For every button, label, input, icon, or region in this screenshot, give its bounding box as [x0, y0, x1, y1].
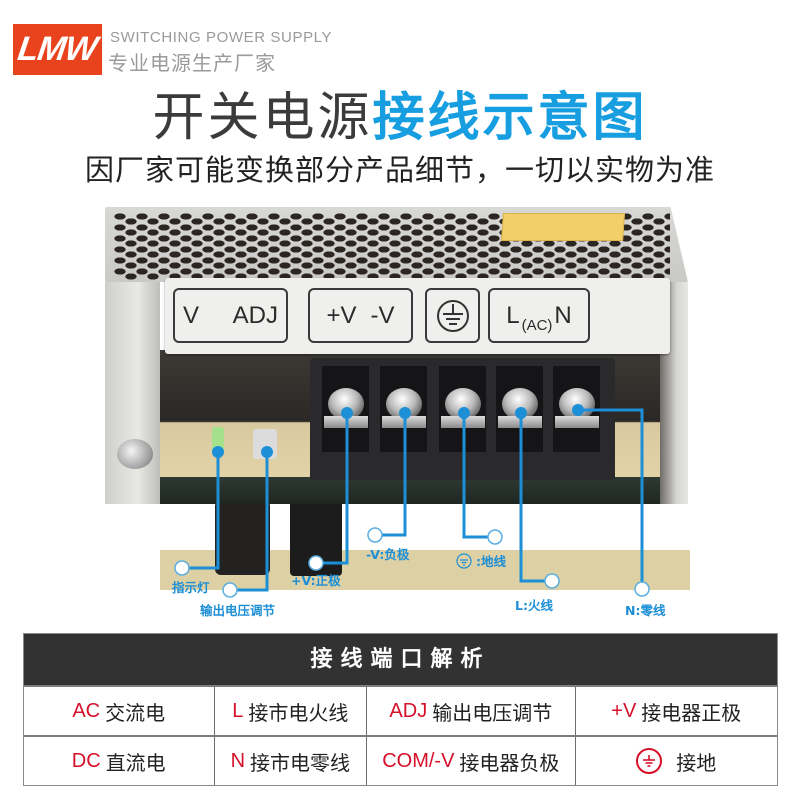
legend-text: 接电器正极: [641, 700, 742, 725]
callout-vminus-label: -V:负极: [366, 547, 410, 562]
terminal-vplus: [322, 366, 369, 452]
ground-icon: [636, 748, 663, 774]
washer: [555, 416, 599, 428]
terminal-live: [496, 366, 543, 452]
label-box-v-adj: V ADJ: [173, 288, 288, 343]
terminal-ground: [439, 366, 486, 452]
washer: [324, 416, 368, 428]
label-vplus: +V: [326, 301, 357, 329]
ground-icon: [436, 299, 469, 332]
indicator-led: [212, 427, 224, 454]
spec-sticker: [501, 213, 625, 241]
legend-text: 直流电: [105, 750, 166, 775]
label-adj: ADJ: [232, 301, 278, 329]
washer: [441, 416, 485, 428]
label-n: N: [554, 301, 572, 329]
inductor-coil: [215, 500, 270, 575]
case-left-wall: [105, 282, 160, 504]
brand-tagline-en: SWITCHING POWER SUPPLY: [110, 29, 333, 46]
title-blue-part: 接线示意图: [372, 88, 648, 148]
label-ac: (AC): [521, 317, 553, 334]
terminal-label-plate: V ADJ +V -V L (AC) N: [165, 278, 670, 354]
label-box-l-ac-n: L (AC) N: [488, 288, 590, 343]
legend-text: 接地: [676, 750, 717, 775]
washer: [382, 416, 426, 428]
washer: [498, 416, 542, 428]
callout-live-label: L:火线: [515, 598, 553, 613]
legend-header: 接线端口解析: [24, 634, 777, 685]
brand-logo: LMW: [13, 24, 102, 75]
label-l: L: [506, 301, 520, 329]
legend-text: 交流电: [105, 700, 166, 725]
legend-code: +V: [611, 699, 637, 722]
label-vminus: -V: [370, 301, 395, 329]
legend-code: L: [232, 699, 244, 722]
legend-code: ADJ: [389, 699, 428, 722]
case-bottom: [160, 477, 660, 504]
callout-adj-label: 输出电压调节: [200, 603, 276, 618]
legend-cell-ground: 接地: [574, 737, 777, 785]
terminal-vminus: [380, 366, 427, 452]
mounting-screw: [117, 439, 153, 469]
legend-text: 接市电零线: [250, 750, 351, 775]
brand-tagline-cn: 专业电源生产厂家: [108, 51, 276, 75]
legend-code: DC: [71, 749, 101, 772]
legend-code: AC: [72, 699, 101, 722]
page-subtitle: 因厂家可能变换部分产品细节，一切以实物为准: [84, 153, 715, 187]
callout-indicator-label: 指示灯: [172, 580, 210, 595]
callout-ground-text: :地线: [476, 554, 506, 569]
terminal-block: [310, 358, 615, 480]
power-supply-image: V ADJ +V -V L (AC) N: [105, 207, 690, 590]
legend-text: 接市电火线: [248, 700, 349, 725]
page-title: 开关电源接线示意图: [0, 86, 800, 150]
terminal-neutral: [553, 366, 600, 452]
title-gray-part: 开关电源: [152, 88, 373, 148]
perforated-case-top: [105, 207, 688, 282]
label-box-ground: [425, 288, 480, 343]
callout-neutral-label: N:零线: [625, 603, 666, 618]
legend-code: N: [230, 749, 246, 772]
voltage-adjust-potentiometer: [253, 429, 277, 459]
callout-ground-label: :地线: [456, 551, 506, 570]
label-box-vplus-vminus: +V -V: [308, 288, 413, 343]
callout-vplus-label: +V:正极: [291, 573, 341, 588]
logo-text: LMW: [15, 30, 100, 68]
legend-code: COM/-V: [382, 749, 455, 772]
legend-text: 输出电压调节: [432, 700, 553, 725]
label-v: V: [183, 301, 200, 329]
legend-text: 接电器负极: [459, 750, 560, 775]
ground-icon: [456, 552, 472, 569]
